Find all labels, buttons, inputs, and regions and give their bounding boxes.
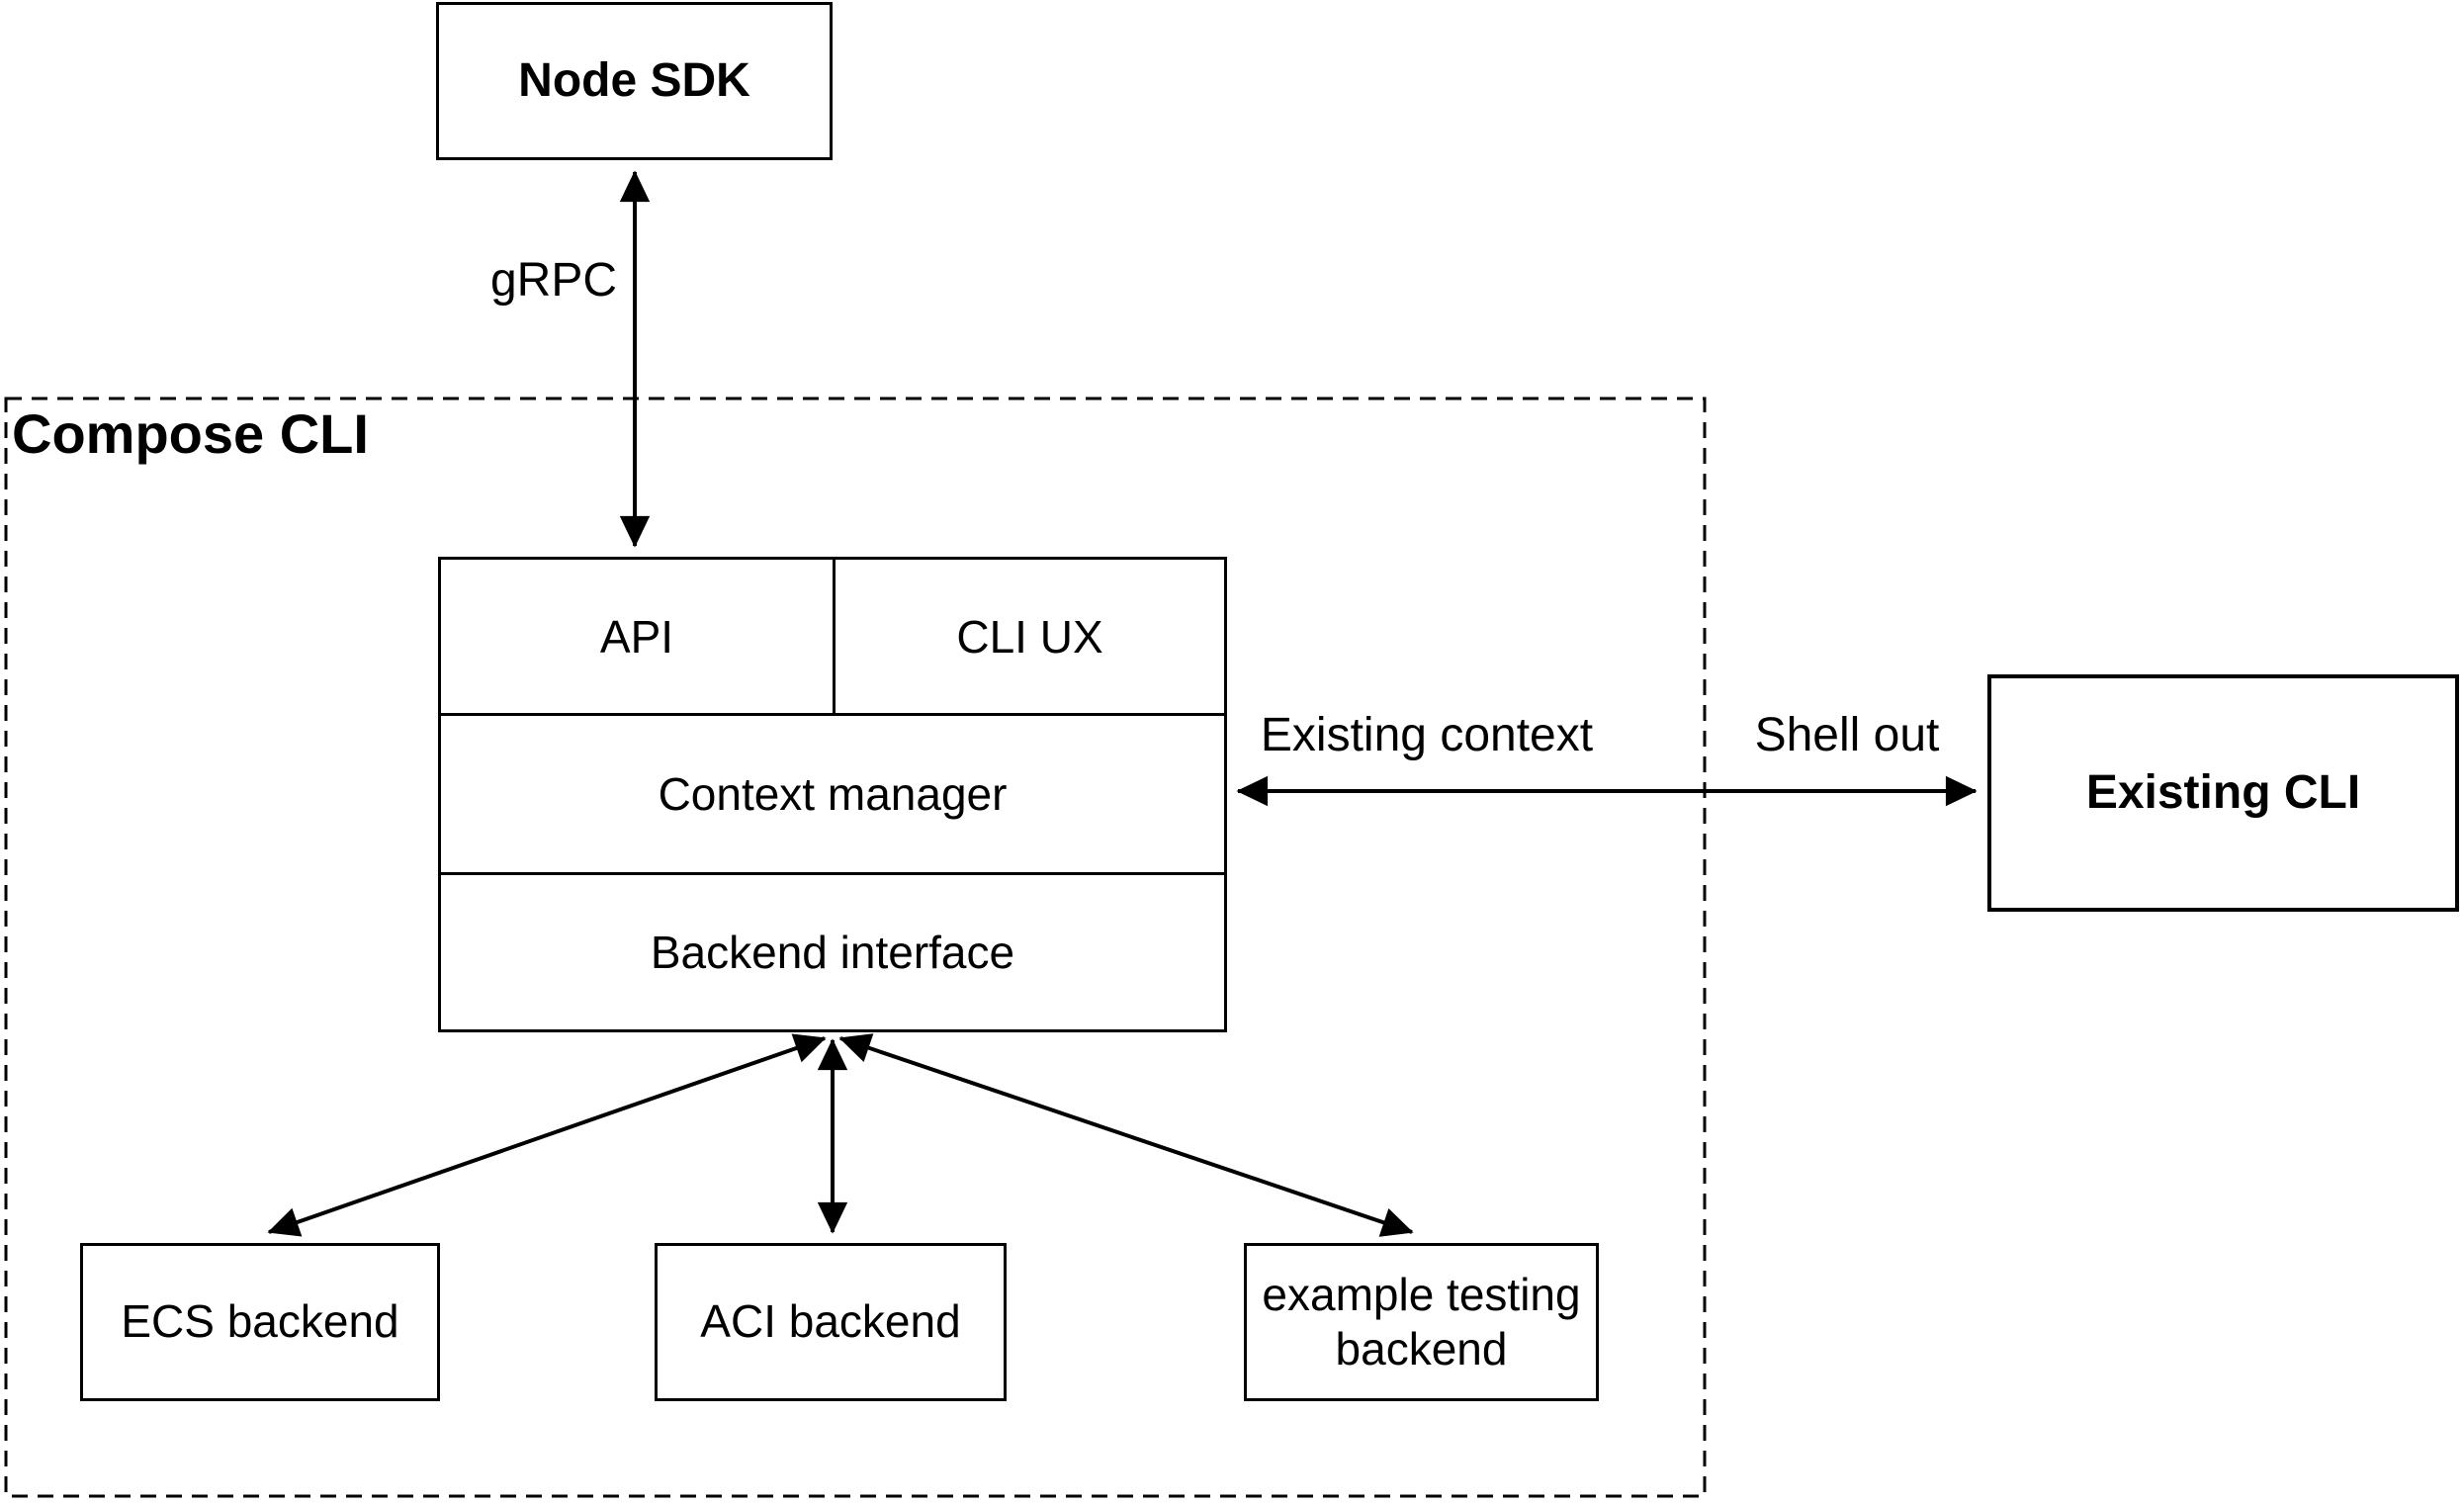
api-cell: API — [441, 560, 836, 713]
backend-interface-label: Backend interface — [650, 927, 1015, 978]
ecs-backend-box: ECS backend — [80, 1243, 440, 1401]
backend-to-example-arrow — [838, 1033, 1414, 1237]
existing-cli-label: Existing CLI — [2085, 766, 2361, 820]
compose-core-box: API CLI UX Context manager Backend inter… — [438, 557, 1227, 1032]
compose-cli-container-label: Compose CLI — [12, 402, 369, 465]
existing-cli-box: Existing CLI — [1987, 674, 2459, 912]
aci-backend-label: ACI backend — [700, 1295, 961, 1348]
top-row: API CLI UX — [441, 560, 1224, 716]
cli-ux-label: CLI UX — [956, 610, 1103, 663]
api-label: API — [599, 610, 674, 663]
context-manager-label: Context manager — [658, 768, 1008, 820]
node-sdk-box: Node SDK — [436, 2, 833, 160]
grpc-edge-label: gRPC — [489, 254, 618, 307]
shell-out-edge-label: Shell out — [1754, 709, 1940, 761]
backend-interface-row: Backend interface — [441, 875, 1224, 1029]
example-testing-backend-label: example testing backend — [1262, 1268, 1581, 1374]
context-manager-row: Context manager — [441, 716, 1224, 875]
cli-ux-cell: CLI UX — [836, 560, 1224, 713]
context-manager-cell: Context manager — [441, 716, 1224, 872]
aci-backend-box: ACI backend — [655, 1243, 1007, 1401]
node-sdk-label: Node SDK — [518, 54, 750, 108]
ecs-backend-label: ECS backend — [121, 1295, 399, 1348]
example-testing-backend-box: example testing backend — [1244, 1243, 1599, 1401]
backend-to-ecs-arrow — [267, 1033, 827, 1237]
backend-interface-cell: Backend interface — [441, 875, 1224, 1029]
existing-context-edge-label: Existing context — [1260, 709, 1594, 761]
